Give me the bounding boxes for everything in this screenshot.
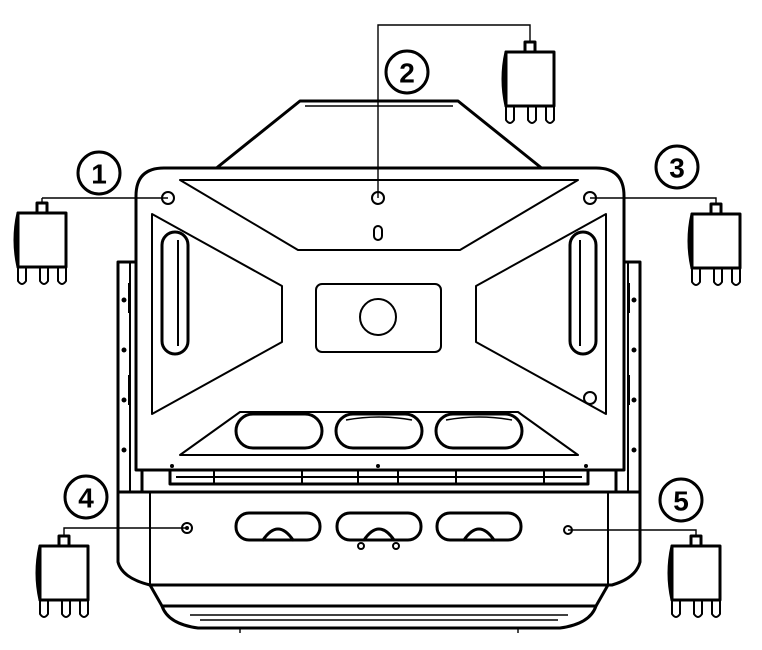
caster-wheel-icon [667,534,722,618]
callout-label: 5 [673,486,689,517]
bottom-base [116,490,642,633]
callout-1: 1 [76,150,122,196]
callout-3: 3 [654,144,700,190]
caster-wheel-icon [687,202,742,286]
seat-plate [134,166,626,486]
caster-wheel-icon [13,201,68,285]
top-housing [212,99,546,172]
callout-label: 1 [91,159,107,190]
callout-label: 4 [78,483,94,514]
callout-label: 2 [399,58,415,89]
callout-2: 2 [384,49,430,95]
callout-4: 4 [63,474,109,520]
caster-wheel-icon [501,40,556,124]
callout-5: 5 [658,477,704,523]
caster-wheel-icon [35,534,90,618]
callout-label: 3 [669,153,685,184]
